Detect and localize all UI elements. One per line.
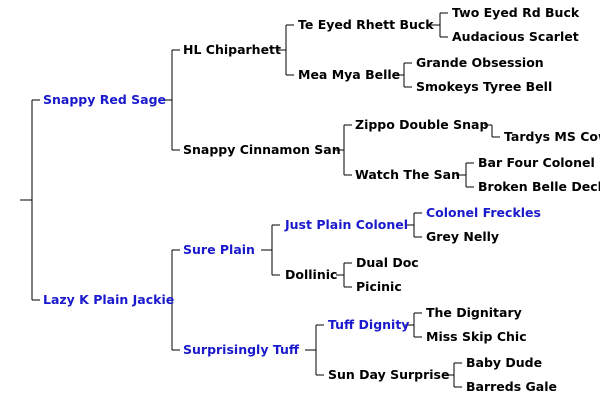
paternal-granddam-name: Snappy Cinnamon San: [183, 142, 341, 157]
ancestor-name-gen3[interactable]: Tuff Dignity: [328, 317, 410, 332]
ancestor-name-gen3: Mea Mya Belle: [298, 67, 401, 82]
ancestor-name-gen4: Baby Dude: [466, 355, 543, 370]
ancestor-name-gen3: Zippo Double Snap: [355, 117, 489, 132]
maternal-grandsire-name[interactable]: Sure Plain: [183, 242, 255, 257]
ancestor-name-gen4: Dual Doc: [356, 255, 419, 270]
ancestor-name-gen4: Grey Nelly: [426, 229, 500, 244]
ancestor-name-gen3: Sun Day Surprise: [328, 367, 450, 382]
ancestor-name-gen4: Grande Obsession: [416, 55, 544, 70]
ancestor-name-gen4: The Dignitary: [426, 305, 522, 320]
sire-name[interactable]: Snappy Red Sage: [43, 92, 166, 107]
ancestor-name-gen4[interactable]: Colonel Freckles: [426, 205, 541, 220]
ancestor-name-gen4: Audacious Scarlet: [452, 29, 579, 44]
ancestor-name-gen4: Barreds Gale: [466, 379, 557, 394]
ancestor-name-gen4: Bar Four Colonel: [478, 155, 595, 170]
ancestor-name-gen4: Miss Skip Chic: [426, 329, 527, 344]
maternal-granddam-name[interactable]: Surprisingly Tuff: [183, 342, 299, 357]
ancestor-name-gen4: Smokeys Tyree Bell: [416, 79, 553, 94]
paternal-grandsire-name: HL Chiparhett: [183, 42, 282, 57]
ancestor-name-gen4: Broken Belle Deck: [478, 179, 600, 194]
ancestor-name-gen3: Dollinic: [285, 267, 338, 282]
dam-name[interactable]: Lazy K Plain Jackie: [43, 292, 175, 307]
ancestor-name-gen4: Picinic: [356, 279, 402, 294]
ancestor-name-gen4: Two Eyed Rd Buck: [452, 5, 580, 20]
ancestor-name-gen3: Te Eyed Rhett Buck: [298, 17, 434, 32]
ancestor-name-gen4: Tardys MS Cow: [504, 129, 600, 144]
ancestor-name-gen3[interactable]: Just Plain Colonel: [285, 217, 409, 232]
ancestor-name-gen3: Watch The San: [355, 167, 461, 182]
